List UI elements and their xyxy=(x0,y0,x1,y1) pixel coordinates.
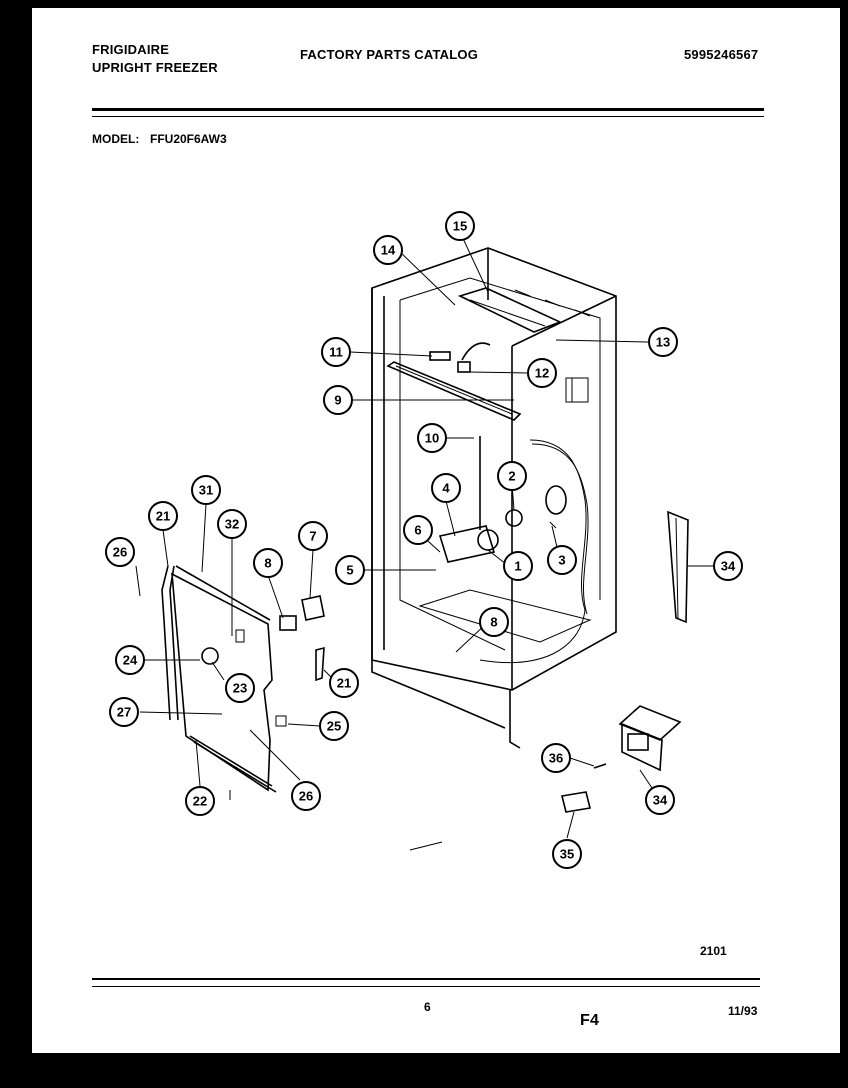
callout-14: 13 xyxy=(648,327,678,357)
callout-26-upper: 26 xyxy=(105,537,135,567)
callout-32: 32 xyxy=(217,509,247,539)
model-number: FFU20F6AW3 xyxy=(150,132,227,146)
callout-7: 7 xyxy=(298,521,328,551)
svg-text:14: 14 xyxy=(381,243,396,258)
svg-text:35: 35 xyxy=(560,847,574,862)
svg-text:5: 5 xyxy=(346,563,353,578)
product-type: UPRIGHT FREEZER xyxy=(92,60,218,75)
callout-2: 2 xyxy=(497,461,527,491)
svg-text:22: 22 xyxy=(193,794,207,809)
svg-text:7: 7 xyxy=(309,529,316,544)
svg-text:21: 21 xyxy=(337,676,351,691)
top-vent-assembly xyxy=(457,287,591,333)
svg-text:25: 25 xyxy=(327,719,341,734)
relay-parts xyxy=(275,595,325,727)
svg-text:26: 26 xyxy=(113,545,127,560)
footer-rule-thick xyxy=(92,978,760,980)
svg-text:10: 10 xyxy=(425,431,439,446)
callout-10: 9 xyxy=(323,385,353,415)
svg-text:12: 12 xyxy=(535,366,549,381)
svg-text:4: 4 xyxy=(442,481,450,496)
light-strip xyxy=(386,361,522,421)
callout-34: 34 xyxy=(645,785,675,815)
svg-text:1: 1 xyxy=(514,559,521,574)
callout-15: 14 xyxy=(373,235,403,265)
svg-text:32: 32 xyxy=(225,517,239,532)
svg-text:34: 34 xyxy=(653,793,668,808)
callout-25: 25 xyxy=(319,711,349,741)
callout-33: 34 xyxy=(713,551,743,581)
callout-21-lower: 21 xyxy=(329,668,359,698)
callout-35: 35 xyxy=(552,839,582,869)
callout-5: 5 xyxy=(335,555,365,585)
revision-date: 11/93 xyxy=(728,1004,758,1018)
callout-36: 36 xyxy=(541,743,571,773)
control-assembly xyxy=(438,436,567,563)
svg-text:3: 3 xyxy=(558,553,565,568)
callout-13: 12 xyxy=(527,358,557,388)
svg-text:11: 11 xyxy=(329,345,343,360)
model-label: MODEL: xyxy=(92,132,140,146)
callout-21-upper: 21 xyxy=(148,501,178,531)
page-number: 6 xyxy=(424,1000,431,1014)
svg-text:15: 15 xyxy=(453,219,467,234)
light-socket xyxy=(429,342,491,373)
catalog-number: 5995246567 xyxy=(684,47,759,62)
svg-text:31: 31 xyxy=(199,483,213,498)
callout-31: 31 xyxy=(191,475,221,505)
callout-27: 27 xyxy=(109,697,139,727)
brand-name: FRIGIDAIRE xyxy=(92,42,170,57)
callout-8: 8 xyxy=(253,548,283,578)
leader-lines xyxy=(135,231,714,839)
callout-16: 15 xyxy=(445,211,475,241)
header-rule-thick xyxy=(92,108,764,111)
callout-24: 24 xyxy=(115,645,145,675)
cover-panel xyxy=(161,565,277,793)
bracket-and-switch xyxy=(561,705,682,813)
svg-text:24: 24 xyxy=(123,653,138,668)
callout-3: 3 xyxy=(547,545,577,575)
svg-text:8: 8 xyxy=(264,556,271,571)
svg-text:9: 9 xyxy=(334,393,341,408)
svg-text:13: 13 xyxy=(656,335,670,350)
callout-22: 22 xyxy=(185,786,215,816)
svg-text:6: 6 xyxy=(414,523,421,538)
svg-text:36: 36 xyxy=(549,751,563,766)
callout-11: 10 xyxy=(417,423,447,453)
callout-26-lower: 26 xyxy=(291,781,321,811)
freezer-cabinet xyxy=(371,247,617,749)
svg-text:21: 21 xyxy=(156,509,170,524)
svg-text:26: 26 xyxy=(299,789,313,804)
callout-6: 6 xyxy=(403,515,433,545)
svg-text:2: 2 xyxy=(508,469,515,484)
svg-text:34: 34 xyxy=(721,559,736,574)
footer-rule-thin xyxy=(92,986,760,987)
callout-9: 8 xyxy=(479,607,509,637)
callout-23: 23 xyxy=(225,673,255,703)
cabinet-clip xyxy=(565,377,589,403)
scan-marks xyxy=(229,790,443,851)
svg-text:27: 27 xyxy=(117,705,131,720)
svg-text:23: 23 xyxy=(233,681,247,696)
door-strip xyxy=(667,510,689,624)
callout-12: 11 xyxy=(321,337,351,367)
section-code: F4 xyxy=(580,1012,600,1029)
svg-text:8: 8 xyxy=(490,615,497,630)
header-rule-thin xyxy=(92,116,764,117)
figure-code: 2101 xyxy=(700,944,727,958)
callout-1: 1 xyxy=(503,551,533,581)
callout-4: 4 xyxy=(431,473,461,503)
catalog-title: FACTORY PARTS CATALOG xyxy=(300,47,479,62)
